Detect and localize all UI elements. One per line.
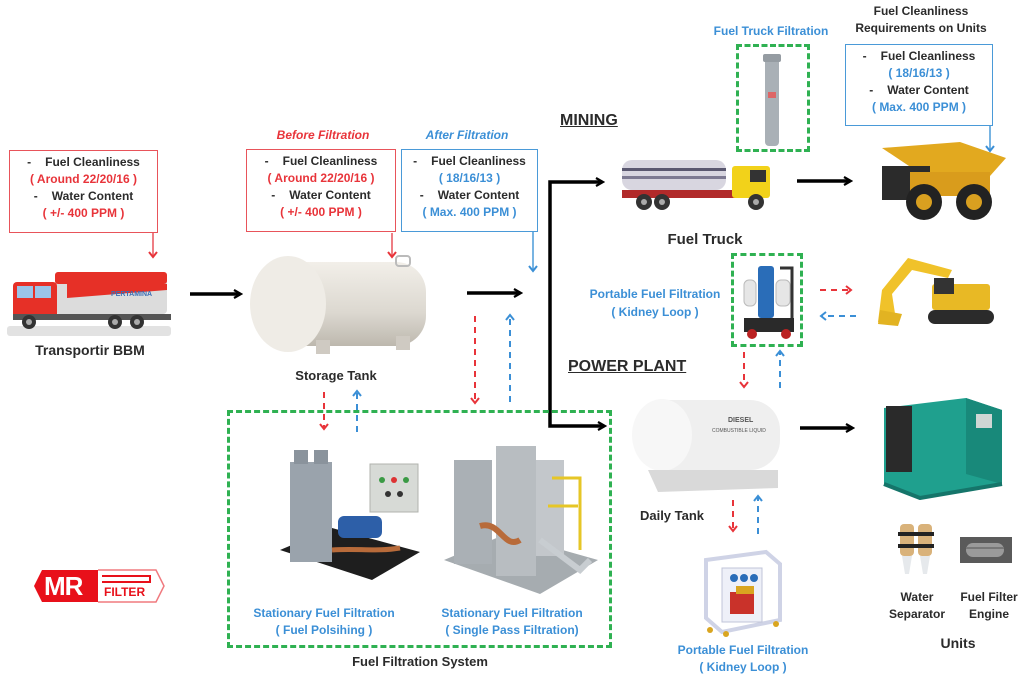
flow-arrow-branch-powerplant xyxy=(548,420,604,426)
fuel-truck-image xyxy=(622,160,770,210)
source-water-label: Water Content xyxy=(51,189,134,203)
stationary-filtration-polishing-image xyxy=(280,450,420,580)
mr-filter-logo: MR FILTER xyxy=(32,568,166,604)
after-cleanliness-label: Fuel Cleanliness xyxy=(431,154,526,168)
fuel-filter-engine-image xyxy=(960,537,1012,563)
units-heading: Units xyxy=(940,635,976,651)
water-separator-image xyxy=(898,524,934,574)
fuel-filter-engine-label-line1: Fuel Filter xyxy=(960,590,1018,604)
after-water-label: Water Content xyxy=(437,188,520,202)
requirements-cleanliness-label: Fuel Cleanliness xyxy=(880,49,976,63)
requirements-heading-line1: Fuel Cleanliness xyxy=(873,4,969,18)
portable-filtration-mining-subtitle: ( Kidney Loop ) xyxy=(611,305,699,319)
stationary-filtration-single-pass-image xyxy=(444,446,598,594)
generator-image xyxy=(883,398,1003,500)
portable-filtration-mining-box xyxy=(731,253,803,347)
water-separator-label-line2: Separator xyxy=(888,607,946,621)
source-water-value: ( +/- 400 PPM ) xyxy=(42,206,125,220)
after-filtration-heading: After Filtration xyxy=(425,128,509,142)
excavator-image xyxy=(878,258,994,326)
flow-arrow-branch-mining xyxy=(548,182,602,420)
requirements-cleanliness-value: ( 18/16/13 ) xyxy=(888,66,950,80)
filtration-system-label: Fuel Filtration System xyxy=(352,654,488,669)
filtration-unit-2-subtitle: ( Single Pass Filtration) xyxy=(445,623,579,637)
fuel-truck-filtration-label: Fuel Truck Filtration xyxy=(713,24,829,38)
portable-filtration-skid-image xyxy=(704,549,782,637)
transport-truck-image: PERTAMINA xyxy=(7,272,171,336)
before-cleanliness-label: Fuel Cleanliness xyxy=(282,154,378,168)
requirements-heading-line2: Requirements on Units xyxy=(855,21,987,35)
daily-tank-marking-2: COMBUSTIBLE LIQUID xyxy=(712,428,766,434)
requirements-spec-box: -Fuel Cleanliness ( 18/16/13 ) -Water Co… xyxy=(845,44,993,126)
mining-section-title: MINING xyxy=(560,112,618,129)
requirements-water-label: Water Content xyxy=(887,83,969,97)
portable-filtration-mining-title: Portable Fuel Filtration xyxy=(589,287,721,301)
daily-tank-marking-1: DIESEL xyxy=(728,417,754,424)
transport-truck-label: Transportir BBM xyxy=(35,342,145,358)
before-filtration-spec-box: -Fuel Cleanliness ( Around 22/20/16 ) -W… xyxy=(246,149,396,232)
requirements-water-value: ( Max. 400 PPM ) xyxy=(871,100,967,114)
before-water-value: ( +/- 400 PPM ) xyxy=(280,205,362,219)
logo-mr-text: MR xyxy=(44,571,83,601)
source-cleanliness-value: ( Around 22/20/16 ) xyxy=(30,172,137,186)
filtration-system-box xyxy=(227,410,612,648)
power-plant-section-title: POWER PLANT xyxy=(568,358,687,375)
water-separator-label-line1: Water xyxy=(900,590,934,604)
source-cleanliness-label: Fuel Cleanliness xyxy=(45,155,140,169)
daily-tank-label: Daily Tank xyxy=(639,508,705,523)
portable-filtration-power-title: Portable Fuel Filtration xyxy=(677,643,809,657)
haul-truck-image xyxy=(882,142,1006,220)
source-spec-box: -Fuel Cleanliness ( Around 22/20/16 ) -W… xyxy=(9,150,158,233)
after-water-value: ( Max. 400 PPM ) xyxy=(422,205,517,219)
fuel-filter-engine-label-line2: Engine xyxy=(968,607,1009,621)
fuel-truck-filtration-box xyxy=(736,44,810,152)
after-filtration-spec-box: -Fuel Cleanliness ( 18/16/13 ) -Water Co… xyxy=(401,149,538,232)
after-cleanliness-value: ( 18/16/13 ) xyxy=(438,171,501,185)
portable-filtration-cart-image xyxy=(743,266,794,339)
pertamina-text: PERTAMINA xyxy=(111,291,152,298)
storage-tank-label: Storage Tank xyxy=(295,368,377,383)
before-water-label: Water Content xyxy=(289,188,371,202)
fuel-truck-filter-image xyxy=(763,54,781,146)
logo-shape-icon xyxy=(34,569,165,603)
storage-tank-image xyxy=(250,255,426,354)
daily-tank-image: DIESEL COMBUSTIBLE LIQUID xyxy=(632,399,780,492)
portable-filtration-power-subtitle: ( Kidney Loop ) xyxy=(699,660,787,674)
before-filtration-heading: Before Filtration xyxy=(276,128,370,142)
filtration-unit-2-title: Stationary Fuel Filtration xyxy=(441,606,583,620)
filtration-unit-1-subtitle: ( Fuel Polsihing ) xyxy=(275,623,373,637)
before-cleanliness-value: ( Around 22/20/16 ) xyxy=(267,171,375,185)
filtration-unit-1-title: Stationary Fuel Filtration xyxy=(253,606,395,620)
logo-filter-text: FILTER xyxy=(104,585,146,599)
fuel-truck-label: Fuel Truck xyxy=(667,231,743,248)
